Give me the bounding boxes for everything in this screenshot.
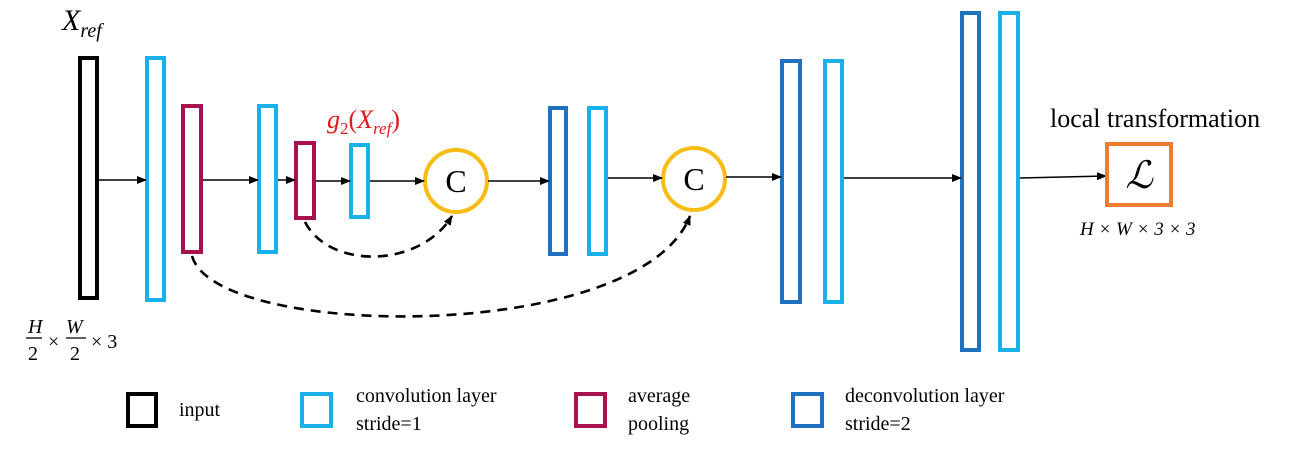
g2-argument-subscript: ref: [373, 119, 394, 138]
output-local-transformation: [1105, 142, 1173, 207]
g2-label: g2(Xref): [327, 105, 400, 138]
input-size-label: H 2 × W 2 × 3: [26, 316, 117, 365]
output-script-l: ℒ: [1125, 153, 1154, 197]
skip-connection-short: [303, 215, 454, 258]
concat-circle-1: [423, 148, 489, 214]
deconv-layer-3: [960, 11, 981, 352]
deconv-layer-2: [780, 59, 802, 304]
legend-label-conv-1: convolution layer: [356, 385, 497, 407]
legend-label-deconv-2: stride=2: [845, 413, 911, 435]
legend-item-input: input: [126, 392, 221, 428]
x-ref-base: X: [61, 4, 82, 37]
input-size-h: H: [27, 316, 44, 338]
legend: input convolution layer stride=1 average…: [126, 385, 1005, 435]
conv-layer-2: [257, 104, 278, 254]
concat-symbol-1: C: [445, 163, 466, 199]
output-size-label: H × W × 3 × 3: [1079, 219, 1196, 240]
deconv-layer-1: [548, 106, 568, 256]
conv-layer-3: [349, 143, 370, 219]
g2-argument: X: [356, 105, 374, 134]
legend-label-conv-2: stride=1: [356, 413, 422, 435]
input-size-two-2: 2: [70, 343, 80, 365]
concat-node-2: C: [661, 146, 727, 212]
g2-close-paren: ): [391, 105, 400, 134]
skip-connection-long: [190, 215, 692, 318]
legend-label-input: input: [179, 399, 221, 421]
legend-swatch-deconv: [791, 392, 824, 428]
legend-swatch-conv: [300, 392, 333, 428]
legend-swatch-input: [126, 392, 158, 428]
concat-node-1: C: [423, 148, 489, 214]
g2-base: g: [327, 105, 340, 134]
concat-symbol-2: C: [683, 161, 704, 197]
x-ref-subscript: ref: [80, 20, 104, 42]
input-size-times: ×: [48, 331, 59, 353]
g2-open-paren: (: [349, 105, 358, 134]
pool-layer-2: [294, 141, 316, 220]
input-size-times-3: × 3: [91, 331, 117, 353]
conv-layer-6: [998, 11, 1020, 352]
conv-layer-4: [587, 106, 608, 256]
legend-item-conv: convolution layer stride=1: [300, 385, 497, 435]
conv-layer-1: [145, 56, 166, 302]
legend-label-pool-2: pooling: [628, 413, 689, 435]
pool-layer-1: [181, 104, 203, 254]
legend-label-pool-1: average: [628, 385, 690, 407]
g2-subscript: 2: [340, 119, 349, 138]
x-ref-label: Xref: [61, 4, 104, 42]
input-size-w: W: [66, 316, 85, 338]
input-layer: [78, 56, 99, 300]
input-size-two-1: 2: [28, 343, 38, 365]
legend-swatch-pool: [574, 392, 607, 428]
legend-item-pool: average pooling: [574, 385, 690, 435]
concat-circle-2: [661, 146, 727, 212]
conv-layer-5: [823, 59, 844, 304]
output-title: local transformation: [1050, 104, 1260, 133]
legend-label-deconv-1: deconvolution layer: [845, 385, 1005, 407]
arrow-conv6-to-output: [1019, 172, 1107, 181]
legend-item-deconv: deconvolution layer stride=2: [791, 385, 1005, 435]
